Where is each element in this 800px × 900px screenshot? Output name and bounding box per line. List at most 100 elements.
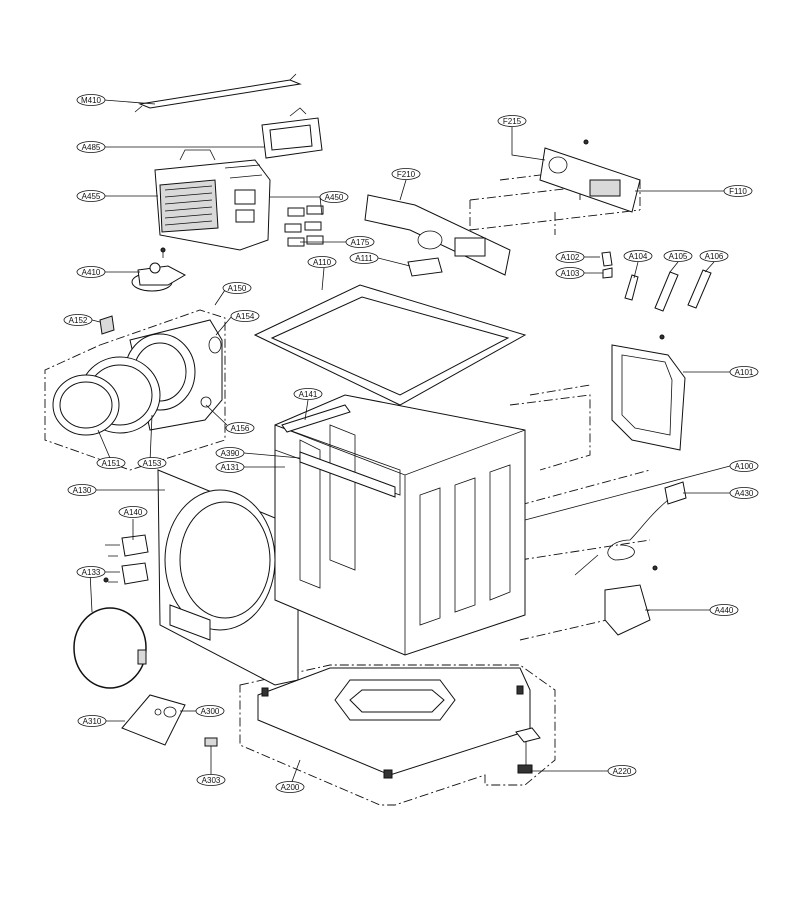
label-a430-text: A430 — [735, 489, 754, 498]
label-a105-text: A105 — [669, 252, 688, 261]
cabinet-a100 — [274, 394, 526, 656]
label-a106-text: A106 — [705, 252, 724, 261]
label-a105: A105 — [663, 250, 693, 262]
label-a390: A390 — [215, 447, 245, 459]
label-a200-text: A200 — [281, 783, 300, 792]
label-a300: A300 — [195, 705, 225, 717]
damper-a105 — [654, 271, 679, 312]
part-a103 — [602, 267, 613, 279]
label-a101-text: A101 — [735, 368, 754, 377]
label-a151-text: A151 — [102, 459, 121, 468]
label-a220-text: A220 — [613, 767, 632, 776]
label-a140: A140 — [118, 506, 148, 518]
label-a103: A103 — [555, 267, 585, 279]
label-f210-text: F210 — [397, 170, 416, 179]
label-a133: A133 — [76, 566, 106, 578]
label-a131: A131 — [215, 461, 245, 473]
label-a131-text: A131 — [221, 463, 240, 472]
label-a156-text: A156 — [231, 424, 250, 433]
label-a110-text: A110 — [313, 258, 332, 267]
label-a455: A455 — [76, 190, 106, 202]
label-a133-text: A133 — [82, 568, 101, 577]
label-a485-text: A485 — [82, 143, 101, 152]
label-a101: A101 — [729, 366, 759, 378]
adjustable-foot-a220 — [515, 727, 541, 774]
hinge-a140 — [105, 534, 149, 585]
connectors-a450 — [284, 205, 324, 247]
label-a111: A111 — [349, 252, 379, 264]
tub-assembly-a150 — [52, 319, 223, 436]
front-panel-a130 — [157, 469, 299, 686]
label-a485: A485 — [76, 141, 106, 153]
label-a300-text: A300 — [201, 707, 220, 716]
label-a102-text: A102 — [561, 253, 580, 262]
clamp-ring-a133 — [73, 607, 147, 689]
part-a485 — [261, 107, 323, 159]
label-a104-text: A104 — [629, 252, 648, 261]
label-a152-text: A152 — [69, 316, 88, 325]
label-a175-text: A175 — [351, 238, 370, 247]
display-pcb-f110 — [539, 147, 641, 213]
damper-a106 — [687, 269, 712, 309]
part-a141 — [281, 404, 351, 433]
label-a220: A220 — [607, 765, 637, 777]
label-a455-text: A455 — [82, 192, 101, 201]
label-a130-text: A130 — [73, 486, 92, 495]
label-a410-text: A410 — [82, 268, 101, 277]
label-a310: A310 — [77, 715, 107, 727]
label-a104: A104 — [623, 250, 653, 262]
damper-a104 — [624, 274, 639, 301]
label-f215: F215 — [497, 115, 527, 127]
label-a153-text: A153 — [143, 459, 162, 468]
label-a150-text: A150 — [228, 284, 247, 293]
control-panel-f210 — [364, 194, 511, 276]
leader-lines — [89, 99, 731, 788]
part-a440 — [604, 584, 651, 636]
label-a390-text: A390 — [221, 449, 240, 458]
label-a303-text: A303 — [202, 776, 221, 785]
callout-labels: M410 A485 A455 A450 A175 A410 A150 A152 … — [63, 94, 759, 793]
label-a106: A106 — [699, 250, 729, 262]
label-a440: A440 — [709, 604, 739, 616]
label-a430: A430 — [729, 487, 759, 499]
label-f110: F110 — [723, 185, 753, 197]
label-a141: A141 — [293, 388, 323, 400]
label-a100: A100 — [729, 460, 759, 472]
part-a102 — [601, 251, 613, 267]
label-f110-text: F110 — [729, 187, 747, 196]
label-a156: A156 — [225, 422, 255, 434]
label-a100-text: A100 — [735, 462, 754, 471]
label-a440-text: A440 — [715, 606, 734, 615]
part-a152 — [99, 315, 115, 335]
label-a151: A151 — [96, 457, 126, 469]
pressure-switch-a410 — [131, 250, 187, 292]
frame-strip-a390 — [299, 451, 396, 498]
label-a200: A200 — [275, 781, 305, 793]
label-a103-text: A103 — [561, 269, 580, 278]
label-a141-text: A141 — [299, 390, 318, 399]
label-a175: A175 — [345, 236, 375, 248]
label-a154-text: A154 — [236, 312, 255, 321]
screw-icons — [103, 139, 665, 583]
label-a450: A450 — [319, 191, 349, 203]
bracket-a111 — [407, 257, 443, 277]
screw-a303 — [204, 737, 218, 756]
label-a111-text: A111 — [355, 254, 373, 263]
bracket-m410-part — [134, 73, 302, 113]
label-a130: A130 — [67, 484, 97, 496]
label-a150: A150 — [222, 282, 252, 294]
label-a153: A153 — [137, 457, 167, 469]
label-f210: F210 — [391, 168, 421, 180]
label-a102: A102 — [555, 251, 585, 263]
filter-cover-a310 — [121, 694, 186, 746]
base-a200 — [257, 667, 531, 779]
label-f215-text: F215 — [503, 117, 522, 126]
label-a140-text: A140 — [124, 508, 143, 517]
label-m410-text: M410 — [81, 96, 102, 105]
label-a303: A303 — [196, 774, 226, 786]
pcb-assembly-a455 — [154, 149, 271, 251]
label-a110: A110 — [307, 256, 337, 268]
top-plate-a110 — [253, 284, 527, 406]
label-m410: M410 — [76, 94, 106, 106]
